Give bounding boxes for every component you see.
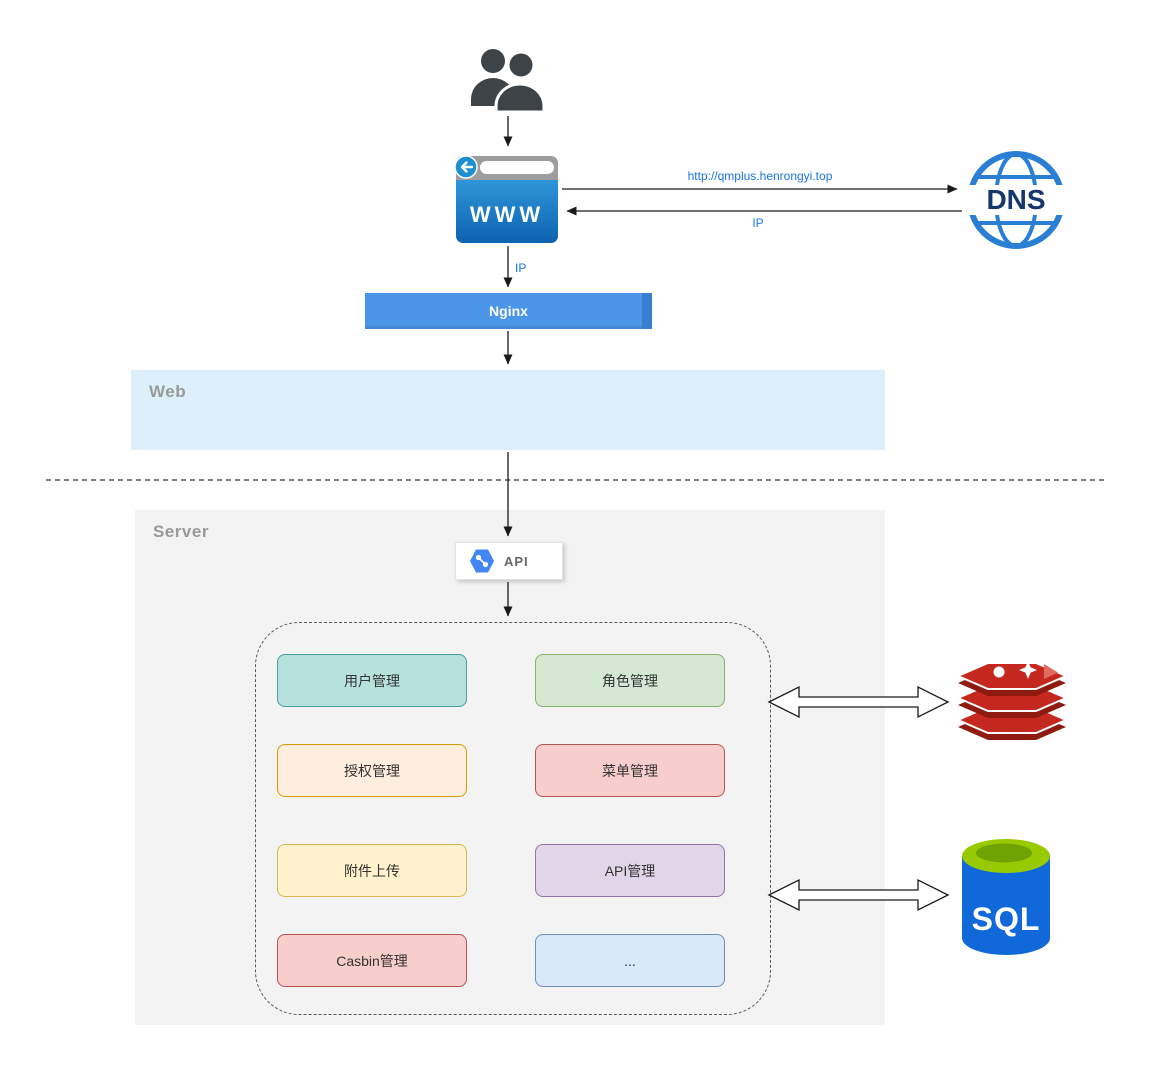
module-role-management: 角色管理 [535,654,725,707]
module-api-management: API管理 [535,844,725,897]
browser-address-bar [480,161,554,174]
users-icon [471,49,546,114]
module-more: ... [535,934,725,987]
browser-window-icon: WWW [454,155,558,243]
browser-www-label: WWW [470,202,544,227]
modules-group-border [255,622,771,1015]
module-label: Casbin管理 [336,952,408,969]
redis-icon [955,661,1069,740]
server-zone: Server [135,510,885,1025]
web-zone-label: Web [149,382,187,401]
api-node: API [455,542,563,580]
module-label: 授权管理 [344,762,400,779]
sql-label: SQL [972,901,1041,937]
module-label: ... [624,952,636,969]
module-user-management: 用户管理 [277,654,467,707]
module-casbin-management: Casbin管理 [277,934,467,987]
dns-label: DNS [986,184,1045,215]
web-zone: Web [131,370,885,450]
module-label: 用户管理 [344,672,400,689]
dns-response-ip-label: IP [752,216,764,230]
dns-request-url-label: http://qmplus.henrongyi.top [687,169,833,183]
browser-body [456,180,558,243]
nginx-label: Nginx [489,303,528,319]
module-label: 角色管理 [602,672,658,689]
module-authorization-management: 授权管理 [277,744,467,797]
module-menu-management: 菜单管理 [535,744,725,797]
module-attachment-upload: 附件上传 [277,844,467,897]
nginx-node: Nginx [365,293,652,329]
module-label: 菜单管理 [602,762,658,779]
api-hexagon-icon [470,549,494,573]
dns-globe-icon: DNS [965,151,1067,249]
server-zone-label: Server [153,522,209,541]
browser-nginx-ip-label: IP [515,261,527,275]
api-label: API [504,553,529,569]
module-label: 附件上传 [344,862,400,879]
module-label: API管理 [604,862,656,879]
sql-database-icon: SQL [962,839,1050,955]
